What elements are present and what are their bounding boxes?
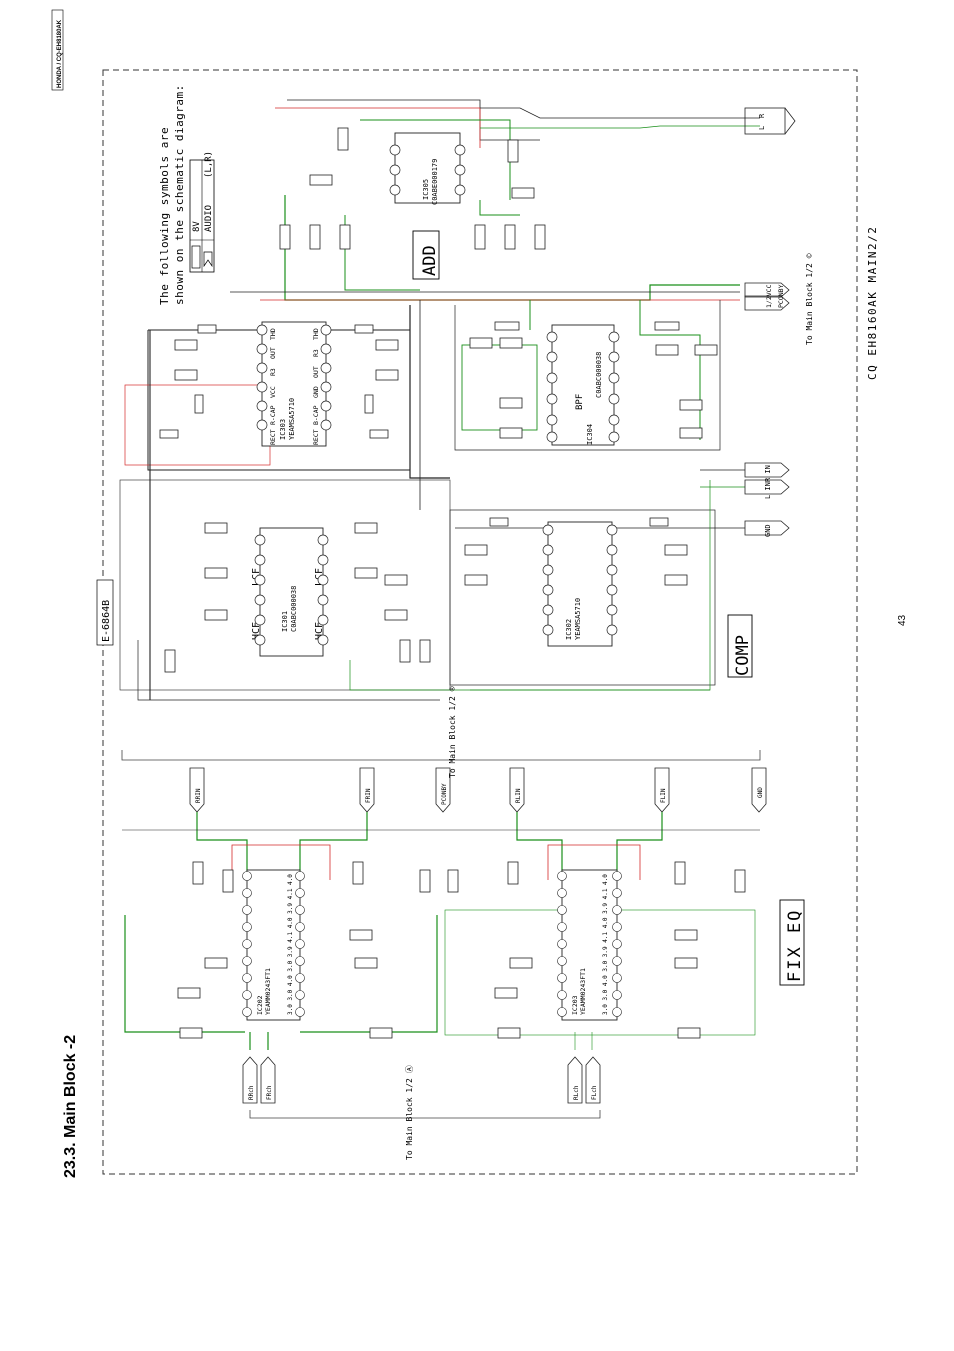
ic303-pin-out-r: OUT: [312, 366, 320, 378]
drawing-title: CQ EH8160AK MAIN2/2: [866, 226, 879, 380]
conn-flch: FLch: [591, 1085, 598, 1100]
note-main-a: To Main Block 1/2 Ⓐ: [405, 1065, 414, 1160]
ic304-part: C0ABC000038: [595, 352, 603, 398]
conn-rlch: RLch: [573, 1085, 580, 1100]
section-title: 23.3. Main Block -2: [62, 1034, 79, 1178]
ic202-ref: IC202: [256, 995, 264, 1015]
ic305-body: [394, 132, 461, 204]
legend-intro-2: shown on the schematic diagram:: [173, 84, 186, 305]
conn-pconby-top: PCONBY: [777, 284, 785, 308]
e-part-label: E-6864B: [101, 600, 112, 642]
ic203-part: YEAMM0243FT1: [579, 968, 587, 1015]
ic302-area: IC302 YEAMSA5710 COMP: [449, 480, 753, 691]
ic303-pin-r3-l: R3: [269, 368, 277, 376]
ic302-ref: IC302: [565, 619, 573, 640]
conn-gnd-right: GND: [764, 524, 772, 537]
ic203-body: [561, 869, 618, 1021]
ic303-area: IC303 YEAMSA5710 THD OUT R3 VCC R-CAP RE…: [124, 321, 411, 471]
comp-block-box: [727, 614, 753, 678]
header-tag: HONDA / CQ-EH8180AK: [51, 9, 64, 91]
ctl-connectors: 1/2VCC PCONBY To Main Block 1/2 ©: [230, 253, 814, 345]
add-block-box: [412, 230, 440, 280]
page-number: 43: [897, 614, 908, 626]
conn-half-vcc: 1/2VCC: [765, 284, 773, 308]
ic305-area: IC305 C0ABE000179 ADD: [275, 99, 740, 301]
legend-8v-meaning: 8V: [192, 221, 202, 232]
legend-intro-1: The following symbols are: [158, 127, 171, 305]
ic301-hcf: HCF: [251, 622, 262, 640]
conn-rrch: RRch: [248, 1085, 255, 1100]
ic303-pin-bcap-r: B-CAP: [312, 405, 320, 425]
ic303-pin-thd-l: THD: [269, 328, 277, 340]
ic301-ref: IC301: [281, 611, 289, 632]
conn-gnd-bottom: GND: [757, 787, 764, 798]
comp-block-label: COMP: [733, 635, 753, 676]
fixeq-block-label: FIX EQ: [785, 909, 805, 982]
conn-pconby-bot: PCONBY: [441, 783, 448, 805]
legend-audio-meaning: AUDIO: [204, 205, 214, 232]
ic304-area: BPF IC304 C0ABC000038: [409, 300, 721, 510]
ic203-ref: IC203: [571, 995, 579, 1015]
conn-frin: FRIN: [365, 788, 372, 803]
ic303-pin-gnd-r: GND: [312, 386, 320, 398]
ic305-ref: IC305: [422, 179, 430, 200]
fixeq-block-box: [779, 899, 805, 986]
ic304-ref: IC304: [586, 424, 594, 445]
ic303-pin-r3-r: R3: [312, 349, 320, 357]
ic301-hcf-r: HCF: [314, 622, 325, 640]
fixeq-area: To Main Block 1/2 ® RRIN FRIN PCONBY RLI…: [121, 686, 805, 1160]
ic304-body: [551, 324, 615, 446]
model-tag-text: HONDA / CQ-EH8180AK: [57, 19, 63, 88]
ic202-part: YEAMM0243FT1: [264, 968, 272, 1015]
ic302-body: [547, 521, 613, 647]
ic303-part: YEAMSA5710: [288, 398, 296, 440]
add-block-label: ADD: [420, 245, 440, 276]
ic303-ref: IC303: [279, 419, 287, 440]
legend-8v-symbol: [191, 245, 201, 269]
conn-rrin: RRIN: [195, 788, 202, 803]
conn-rlin: RLIN: [515, 788, 522, 803]
header-tag-spacer: [52, 10, 64, 90]
ic304-sub: BPF: [575, 394, 585, 410]
ic302-part: YEAMSA5710: [574, 598, 582, 640]
ic301-area: IC301 C0ABC000038 LCF HCF LCF HCF E-6864…: [96, 330, 710, 701]
ic301-part: C0ABC000038: [290, 586, 298, 632]
ic203-pinvolts: 3.0 3.0 4.0 3.0 3.9 4.1 4.0 3.9 4.1 4.0: [602, 874, 609, 1015]
ic202-pinvolts: 3.0 3.0 4.0 3.0 3.9 4.1 4.0 3.9 4.1 4.0: [287, 874, 294, 1015]
ic303-pin-thd-r: THD: [312, 328, 320, 340]
conn-top-l: L: [758, 126, 766, 130]
note-main-b: To Main Block 1/2 ®: [448, 686, 457, 778]
e-part-box: [96, 579, 114, 646]
note-main-c: To Main Block 1/2 ©: [805, 253, 814, 345]
ic303-pin-rect-r: RECT: [312, 429, 320, 445]
ic303-pin-vcc-l: VCC: [269, 386, 277, 398]
top-lr-connectors: R L: [480, 107, 796, 135]
ic202-body: [246, 869, 301, 1021]
ic303-pin-rcap-l: R-CAP: [269, 405, 277, 425]
ic305-part: C0ABE000179: [431, 159, 439, 205]
conn-top-r: R: [758, 113, 766, 118]
legend-audio-arrow-icon: [203, 251, 213, 268]
ic301-body: [259, 527, 324, 657]
legend-audio-channels: (L,R): [204, 151, 214, 178]
conn-r-in: R IN: [764, 465, 772, 482]
conn-l-in: L IN: [764, 482, 772, 499]
conn-frch: FRch: [266, 1085, 273, 1100]
ic303-pin-out-l: OUT: [269, 347, 277, 359]
ic303-pin-rect-l: RECT: [269, 429, 277, 445]
legend: The following symbols are shown on the s…: [158, 84, 215, 305]
conn-flin: FLIN: [660, 788, 667, 803]
